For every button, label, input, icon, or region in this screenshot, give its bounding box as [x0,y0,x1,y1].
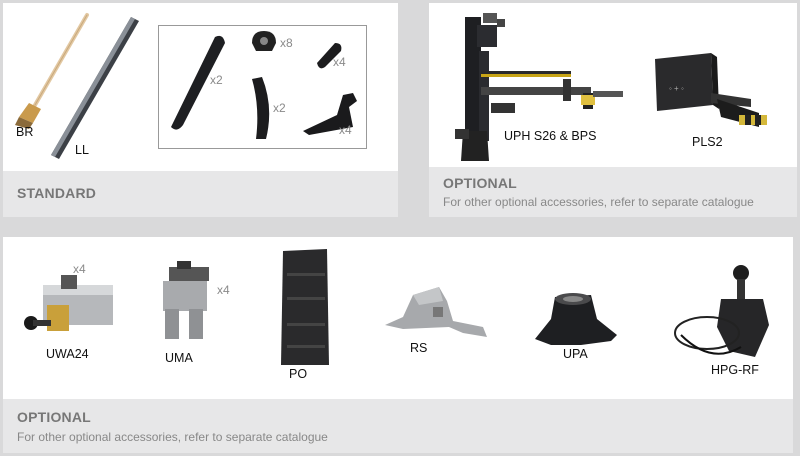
small-protector-image [317,43,342,69]
uph-helper-arm-image [455,13,623,161]
wedge-protector-image [303,93,357,135]
standard-title: STANDARD [17,185,97,201]
quantity-x4-wedge: x4 [339,123,352,137]
po-accessory-holder-image [281,249,329,365]
quantity-x2-strip: x2 [210,73,223,87]
standard-panel: BR LL x2 x8 x4 x2 x4 STANDARD [3,3,398,217]
brush-image [15,13,89,129]
item-label-pls2: PLS2 [692,135,723,149]
clamp-cap-image [252,31,276,51]
hpg-rf-tool-image [674,265,769,357]
svg-text:◦ + ◦: ◦ + ◦ [669,84,684,93]
optional-bottom-title: OPTIONAL [17,409,91,425]
optional-top-subtitle: For other optional accessories, refer to… [443,195,754,209]
optional-bottom-subtitle: For other optional accessories, refer to… [17,430,328,444]
upa-tool-image [535,293,617,345]
protector-strip-image [171,35,225,130]
quantity-x4-small: x4 [333,55,346,69]
item-label-rs: RS [410,341,428,355]
optional-top-panel: UPH S26 & BPS ◦ + ◦ PLS2 OPTIONAL For ot… [429,3,797,217]
optional-top-footer: OPTIONAL For other optional accessories,… [429,167,797,217]
quantity-x4-uma: x4 [217,283,230,297]
item-label-upa: UPA [563,347,588,361]
item-label-ll: LL [75,143,89,157]
optional-bottom-footer: OPTIONAL For other optional accessories,… [3,399,793,453]
uma-adapter-image [163,261,209,339]
pls2-lift-image: ◦ + ◦ [655,53,767,127]
standard-accessories-box [158,25,367,149]
quantity-x4-uwa24: x4 [73,262,86,276]
item-label-uph: UPH S26 & BPS [504,129,597,143]
optional-bottom-panel: x4 UWA24 x4 UMA PO RS UPA HPG-R [3,237,793,453]
item-label-br: BR [16,125,34,139]
standard-footer: STANDARD [3,171,398,217]
item-label-po: PO [289,367,308,381]
tyre-lever-image [51,17,139,159]
item-label-hpg-rf: HPG-RF [711,363,759,377]
rs-tool-image [385,287,487,337]
optional-top-title: OPTIONAL [443,175,517,191]
curved-protector-image [252,77,270,139]
uwa24-adapter-image [24,275,113,331]
item-label-uma: UMA [165,351,193,365]
quantity-x2-curved: x2 [273,101,286,115]
item-label-uwa24: UWA24 [46,347,89,361]
quantity-x8-cap: x8 [280,36,293,50]
